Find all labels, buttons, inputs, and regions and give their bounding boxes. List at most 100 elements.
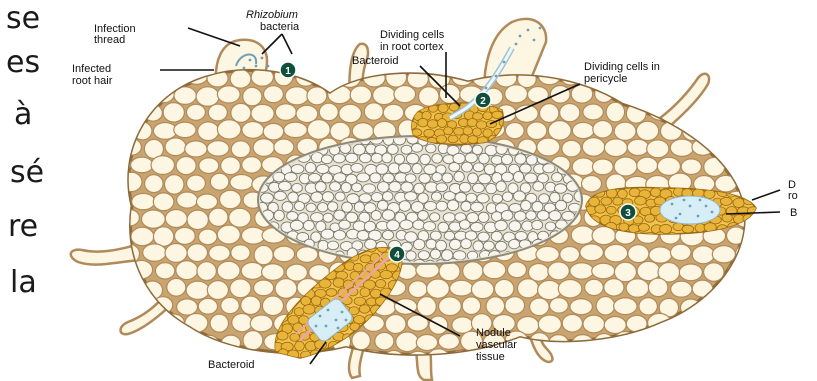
cell bbox=[187, 244, 207, 262]
cell bbox=[509, 239, 520, 248]
cell bbox=[275, 279, 297, 299]
cell bbox=[472, 128, 481, 136]
cell bbox=[683, 53, 702, 69]
cell bbox=[288, 192, 299, 202]
cell bbox=[263, 123, 284, 140]
cell bbox=[382, 230, 393, 239]
cell bbox=[380, 271, 392, 279]
cell bbox=[354, 202, 364, 212]
cell bbox=[426, 239, 437, 249]
cell bbox=[439, 84, 460, 103]
cell bbox=[508, 262, 527, 278]
cell bbox=[524, 173, 537, 183]
cell bbox=[305, 162, 316, 173]
cell bbox=[198, 122, 219, 141]
cell bbox=[291, 165, 304, 174]
cell bbox=[364, 103, 383, 120]
cell bbox=[431, 192, 441, 201]
cell bbox=[357, 173, 370, 182]
cell bbox=[538, 280, 561, 299]
cell bbox=[328, 202, 338, 212]
cell bbox=[662, 50, 681, 69]
cell bbox=[701, 123, 725, 139]
cell bbox=[473, 163, 484, 172]
cell bbox=[619, 223, 629, 231]
cell bbox=[396, 51, 415, 67]
svg-text:4: 4 bbox=[394, 250, 400, 261]
cell bbox=[734, 316, 757, 336]
cell bbox=[346, 153, 358, 163]
cell bbox=[682, 225, 694, 233]
cell bbox=[496, 181, 506, 192]
cell bbox=[461, 162, 472, 172]
cell bbox=[439, 297, 462, 316]
cell bbox=[548, 262, 570, 280]
cell bbox=[282, 202, 293, 213]
cell bbox=[209, 208, 228, 226]
cell bbox=[583, 315, 605, 333]
cell bbox=[352, 123, 373, 140]
cell bbox=[401, 182, 413, 192]
cell bbox=[478, 212, 489, 222]
cell bbox=[396, 332, 419, 352]
bacterium bbox=[503, 61, 506, 64]
cell bbox=[284, 172, 297, 181]
cell bbox=[562, 140, 581, 157]
cell bbox=[175, 333, 196, 351]
cell bbox=[207, 281, 228, 300]
bacterium bbox=[495, 75, 498, 78]
cell bbox=[185, 314, 208, 333]
cell bbox=[692, 280, 713, 297]
cell bbox=[450, 280, 473, 296]
bacterium bbox=[527, 29, 530, 32]
cell bbox=[152, 332, 173, 349]
cell bbox=[187, 210, 208, 229]
bacterium bbox=[261, 57, 264, 60]
label-rhizobium-bacteria: Rhizobium bacteria bbox=[246, 9, 301, 33]
cell bbox=[437, 119, 446, 128]
cell bbox=[438, 222, 449, 232]
cell bbox=[411, 144, 422, 153]
label-nodule-vascular-tissue: Nodule vascular tissue bbox=[476, 327, 520, 363]
cell bbox=[373, 86, 396, 105]
cell bbox=[375, 332, 394, 350]
cell bbox=[724, 88, 746, 105]
bacterium bbox=[683, 199, 686, 202]
cell bbox=[695, 224, 705, 233]
cell bbox=[554, 184, 566, 194]
cell bbox=[333, 350, 344, 360]
cell bbox=[596, 297, 615, 315]
cell bbox=[176, 261, 198, 280]
cell bbox=[467, 119, 477, 127]
cell bbox=[251, 104, 274, 122]
cell bbox=[738, 68, 759, 86]
cell bbox=[121, 172, 142, 191]
cell bbox=[199, 158, 219, 174]
label-right-partial-1: D ro bbox=[788, 179, 799, 202]
cell bbox=[111, 299, 132, 316]
cell bbox=[462, 297, 481, 315]
cell bbox=[165, 244, 187, 263]
cell bbox=[636, 121, 658, 140]
cell bbox=[444, 231, 455, 240]
cell bbox=[442, 173, 453, 183]
cell bbox=[363, 184, 376, 193]
cell bbox=[742, 180, 753, 188]
cell bbox=[626, 104, 646, 123]
cell bbox=[714, 141, 735, 158]
cell bbox=[572, 335, 593, 351]
cell bbox=[198, 298, 217, 314]
cell bbox=[521, 200, 531, 210]
cell bbox=[626, 279, 649, 297]
cell bbox=[109, 86, 130, 102]
cell bbox=[555, 200, 566, 210]
cell bbox=[670, 244, 691, 260]
cell bbox=[537, 138, 560, 156]
cell bbox=[419, 174, 431, 184]
cell bbox=[649, 247, 672, 263]
cell bbox=[495, 279, 514, 297]
cell bbox=[734, 139, 756, 158]
cell bbox=[650, 188, 660, 197]
cell bbox=[153, 193, 174, 211]
bacterium bbox=[705, 205, 708, 208]
